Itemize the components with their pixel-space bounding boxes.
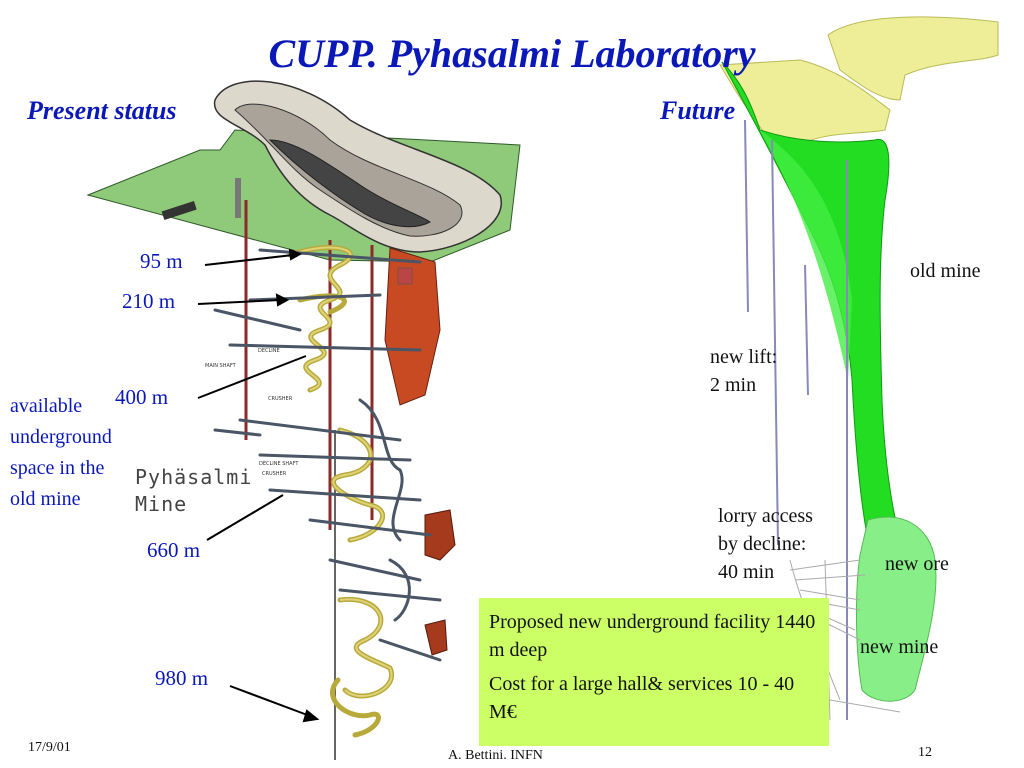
callout-cost: Cost for a large hall& services 10 - 40 …	[489, 673, 795, 723]
available-space-note: available underground space in the old m…	[10, 395, 112, 510]
depth-leader-arrows	[197, 248, 320, 723]
new-mine-label: new mine	[860, 636, 939, 658]
footer-page-number: 12	[918, 745, 932, 760]
ore-body	[384, 247, 441, 406]
mine-cutaway-illustration: MAIN SHAFT DECLINE CRUSHER DECLINE SHAFT…	[86, 80, 521, 760]
slide-title: CUPP. Pyhasalmi Laboratory	[268, 31, 756, 76]
depth-label-400: 400 m	[115, 385, 169, 409]
new-lift-label: new lift: 2 min	[710, 346, 778, 396]
footer-date: 17/9/01	[28, 740, 71, 755]
callout-facility: Proposed new underground facility 1440 m…	[489, 611, 816, 661]
left-heading: Present status	[27, 96, 177, 125]
mine-caption: Pyhäsalmi Mine	[135, 465, 253, 516]
depth-label-210: 210 m	[122, 289, 176, 313]
depth-label-980: 980 m	[155, 666, 209, 690]
svg-text:DECLINE SHAFT: DECLINE SHAFT	[259, 461, 299, 467]
depth-label-95: 95 m	[140, 249, 183, 273]
new-ore-label: new ore	[885, 553, 949, 575]
lorry-access-label: lorry access by decline: 40 min	[718, 505, 813, 583]
footer-author: A. Bettini. INFN	[448, 748, 543, 763]
depth-label-660: 660 m	[147, 538, 201, 562]
svg-text:CRUSHER: CRUSHER	[262, 471, 287, 477]
svg-text:DECLINE: DECLINE	[258, 348, 280, 354]
svg-text:MAIN SHAFT: MAIN SHAFT	[205, 363, 237, 369]
future-mine-illustration	[719, 16, 999, 721]
old-mine-label: old mine	[910, 260, 981, 282]
svg-text:CRUSHER: CRUSHER	[268, 396, 293, 402]
right-heading: Future	[660, 96, 736, 125]
proposal-callout: Proposed new underground facility 1440 m…	[479, 598, 829, 746]
